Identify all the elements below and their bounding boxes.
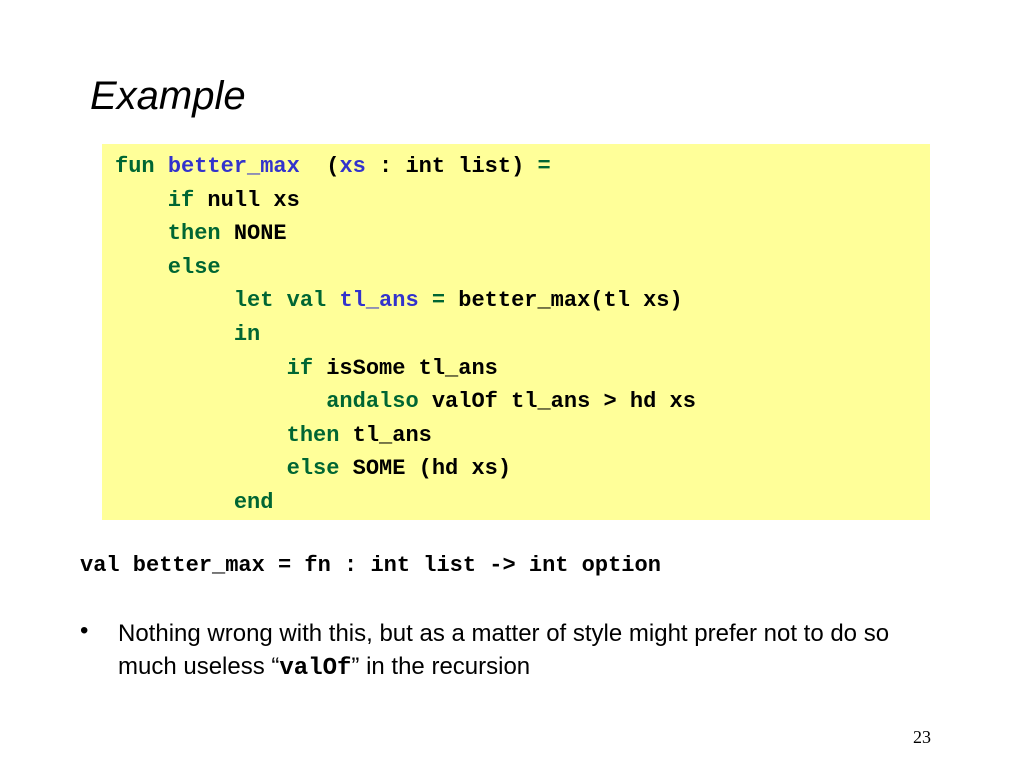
- bullet-inline-code: valOf: [279, 655, 352, 682]
- type-signature: val better_max = fn : int list -> int op…: [80, 553, 661, 578]
- code-line: andalso valOf tl_ans > hd xs: [115, 385, 696, 419]
- code-line: fun better_max (xs : int list) =: [115, 150, 551, 184]
- code-text: tl_ans: [352, 422, 432, 448]
- code-keyword: else: [115, 456, 353, 482]
- code-identifier: better_max: [167, 154, 300, 179]
- code-line: then NONE: [115, 217, 287, 251]
- code-text: int list): [405, 154, 525, 179]
- code-block: fun better_max (xs : int list) = if null…: [102, 144, 930, 520]
- code-keyword: fun: [115, 154, 168, 179]
- code-line: let val tl_ans = better_max(tl xs): [115, 284, 683, 318]
- slide-title: Example: [90, 74, 246, 118]
- code-text: better_max(tl xs): [458, 288, 683, 314]
- code-line: end: [115, 486, 274, 520]
- code-text: (: [299, 154, 340, 179]
- code-keyword: if: [115, 355, 327, 381]
- code-identifier: xs: [339, 154, 366, 179]
- code-keyword: end: [115, 490, 274, 515]
- bullet-text-before: Nothing wrong with this, but as a matter…: [118, 620, 890, 680]
- code-text: valOf tl_ans > hd xs: [431, 389, 696, 415]
- code-keyword: =: [418, 288, 459, 314]
- code-keyword: then: [115, 422, 353, 448]
- code-identifier: tl_ans: [339, 288, 419, 314]
- code-keyword: else: [115, 254, 221, 280]
- bullet-text-after: ” in the recursion: [351, 653, 531, 680]
- code-text: NONE: [233, 221, 287, 247]
- page-number: 23: [913, 727, 931, 747]
- code-text: SOME (hd xs): [352, 456, 512, 482]
- code-line: else: [115, 251, 221, 285]
- code-keyword: in: [115, 322, 261, 347]
- code-line: else SOME (hd xs): [115, 452, 511, 486]
- code-keyword: andalso: [115, 389, 432, 415]
- code-text: null xs: [207, 187, 300, 213]
- bullet-marker: •: [80, 617, 89, 644]
- code-keyword: then: [115, 221, 234, 247]
- code-line: in: [115, 318, 260, 352]
- code-keyword: =: [524, 154, 551, 179]
- code-line: if null xs: [115, 184, 300, 218]
- code-keyword: let val: [115, 288, 340, 314]
- code-line: then tl_ans: [115, 419, 432, 453]
- code-text: :: [365, 154, 406, 179]
- bullet-text: Nothing wrong with this, but as a matter…: [118, 617, 948, 685]
- code-text: isSome tl_ans: [326, 355, 498, 381]
- code-line: if isSome tl_ans: [115, 352, 498, 386]
- code-keyword: if: [115, 187, 208, 213]
